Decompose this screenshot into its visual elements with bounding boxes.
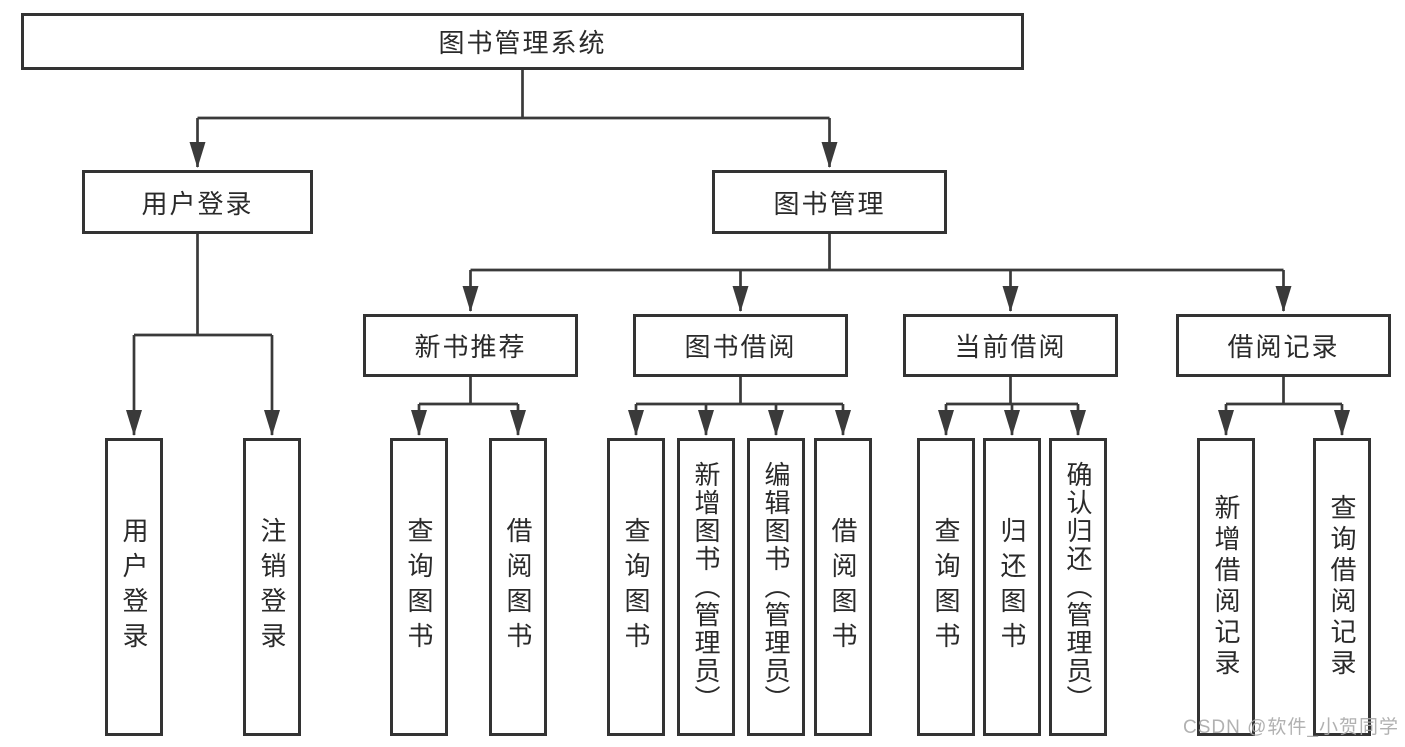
node-label: 用户登录 — [141, 188, 254, 219]
leaf-confirm-return-admin: 确认归还（管理员） — [1049, 438, 1107, 736]
leaf-label: 查询图书 — [404, 517, 434, 657]
leaf-label: 查询图书 — [621, 517, 651, 657]
leaf-return-book: 归还图书 — [983, 438, 1041, 736]
leaf-logout: 注销登录 — [243, 438, 301, 736]
connector-record-trunk — [1226, 377, 1342, 406]
leaf-add-borrow-record: 新增借阅记录 — [1197, 438, 1255, 736]
node-system-root: 图书管理系统 — [21, 13, 1024, 70]
leaf-borrow-book-recommend: 借阅图书 — [489, 438, 547, 736]
leaf-edit-book-admin: 编辑图书（管理员） — [747, 438, 805, 736]
node-label: 图书管理系统 — [438, 28, 607, 58]
leaf-label: 编辑图书（管理员） — [761, 461, 791, 713]
leaf-label: 确认归还（管理员） — [1063, 461, 1093, 713]
leaf-borrow-book: 借阅图书 — [814, 438, 872, 736]
connector-current-trunk — [946, 377, 1078, 406]
leaf-label: 查询借阅记录 — [1327, 494, 1357, 680]
node-new-book-recommend: 新书推荐 — [363, 314, 578, 377]
leaf-label: 查询图书 — [931, 517, 961, 657]
node-label: 图书管理 — [773, 188, 886, 219]
leaf-query-book-borrow: 查询图书 — [607, 438, 665, 736]
connector-root-trunk — [197, 70, 830, 120]
leaf-label: 注销登录 — [257, 517, 287, 657]
leaf-label: 用户登录 — [119, 517, 149, 657]
node-user-login: 用户登录 — [82, 170, 313, 234]
node-label: 当前借阅 — [954, 332, 1067, 362]
node-label: 新书推荐 — [414, 332, 527, 362]
leaf-label: 借阅图书 — [503, 517, 533, 657]
leaf-label: 归还图书 — [997, 517, 1027, 657]
connector-borrow-trunk — [636, 377, 843, 406]
leaf-label: 新增借阅记录 — [1211, 494, 1241, 680]
leaf-user-login: 用户登录 — [105, 438, 163, 736]
node-label: 图书借阅 — [684, 332, 797, 362]
csdn-watermark: CSDN @软件_小贺同学 — [1183, 717, 1399, 738]
leaf-label: 借阅图书 — [828, 517, 858, 657]
connector-userlogin-trunk — [134, 234, 272, 337]
node-book-management: 图书管理 — [712, 170, 947, 234]
leaf-add-book-admin: 新增图书（管理员） — [677, 438, 735, 736]
node-borrow-record: 借阅记录 — [1176, 314, 1391, 377]
node-current-borrow: 当前借阅 — [903, 314, 1118, 377]
connector-bookmgmt-trunk — [470, 234, 1284, 272]
leaf-label: 新增图书（管理员） — [691, 461, 721, 713]
leaf-query-book-recommend: 查询图书 — [390, 438, 448, 736]
node-label: 借阅记录 — [1227, 332, 1340, 362]
leaf-query-book-current: 查询图书 — [917, 438, 975, 736]
connector-newbook-trunk — [419, 377, 518, 406]
leaf-query-borrow-record: 查询借阅记录 — [1313, 438, 1371, 736]
node-book-borrow: 图书借阅 — [633, 314, 848, 377]
